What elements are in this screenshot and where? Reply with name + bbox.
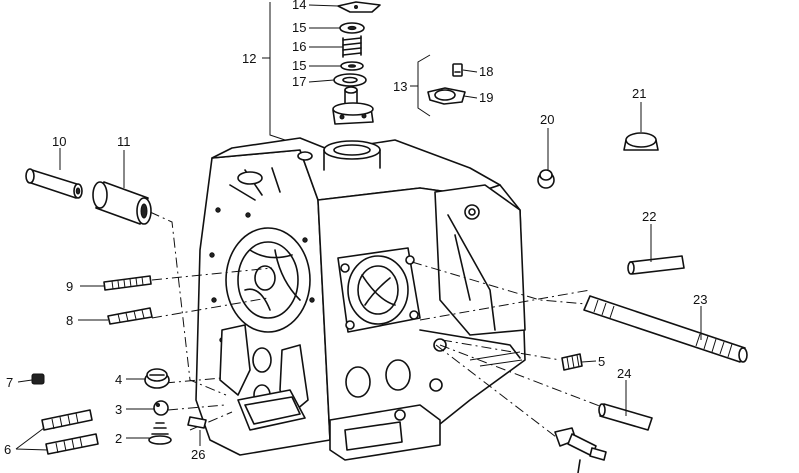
part-22-pin: [627, 255, 685, 275]
callout-15: 15: [292, 20, 306, 35]
part-15-washer-lower: [340, 61, 364, 71]
callout-14: 14: [292, 0, 306, 12]
plunger-housing: [332, 86, 374, 125]
part-26-pin: [187, 416, 207, 429]
part-8-stud: [107, 307, 153, 325]
callout-12: 12: [242, 51, 256, 66]
group-13-bracket: [417, 54, 431, 117]
callout-26: 26: [191, 447, 205, 462]
part-10-dowel-pin: [25, 168, 83, 199]
callout-5: 5: [598, 354, 605, 369]
part-23-long-stud: [583, 295, 748, 363]
part-6-set-screws: [41, 409, 99, 455]
callout-24: 24: [617, 366, 631, 381]
callout-7: 7: [6, 375, 13, 390]
part-17-ring: [333, 73, 367, 87]
callout-11: 11: [117, 134, 131, 149]
part-3-ball: [153, 400, 169, 416]
callout-20: 20: [540, 112, 554, 127]
callout-23: 23: [693, 292, 707, 307]
part-5-set-screw: [561, 353, 583, 371]
part-7-plug: [31, 373, 45, 385]
part-18-screw: [452, 63, 463, 77]
callout-16: 16: [292, 39, 306, 54]
callout-15: 15: [292, 58, 306, 73]
callout-4: 4: [115, 372, 122, 387]
callout-9: 9: [66, 279, 73, 294]
part-24-pin: [598, 403, 653, 431]
callout-22: 22: [642, 209, 656, 224]
callout-19: 19: [479, 90, 493, 105]
callout-18: 18: [479, 64, 493, 79]
callout-13: 13: [393, 79, 407, 94]
callout-2: 2: [115, 431, 122, 446]
flange-bolt-holes: [209, 207, 315, 343]
part-15-washer-upper: [339, 22, 365, 34]
callout-10: 10: [52, 134, 66, 149]
callout-8: 8: [66, 313, 73, 328]
part-2-spring: [148, 422, 172, 445]
part-4-nut: [144, 368, 170, 389]
callout-6: 6: [4, 442, 11, 457]
callout-labels: 14 15 16 12 15 17 13 18 19 20 21 10 11 2…: [4, 0, 707, 462]
callout-3: 3: [115, 402, 122, 417]
part-1-sensor: [554, 427, 607, 473]
crankcase-housing: [195, 137, 526, 461]
part-11-bushing: [92, 181, 152, 225]
group-12-bracket: [269, 2, 286, 141]
part-9-stud: [103, 275, 152, 291]
leader-lines: [15, 4, 702, 451]
part-14-clip: [337, 1, 381, 13]
part-16-spring: [342, 35, 362, 58]
callout-21: 21: [632, 86, 646, 101]
part-19-bracket: [427, 87, 466, 105]
callout-17: 17: [292, 74, 306, 89]
part-21-cap: [623, 132, 659, 151]
part-20-nut: [537, 169, 555, 189]
